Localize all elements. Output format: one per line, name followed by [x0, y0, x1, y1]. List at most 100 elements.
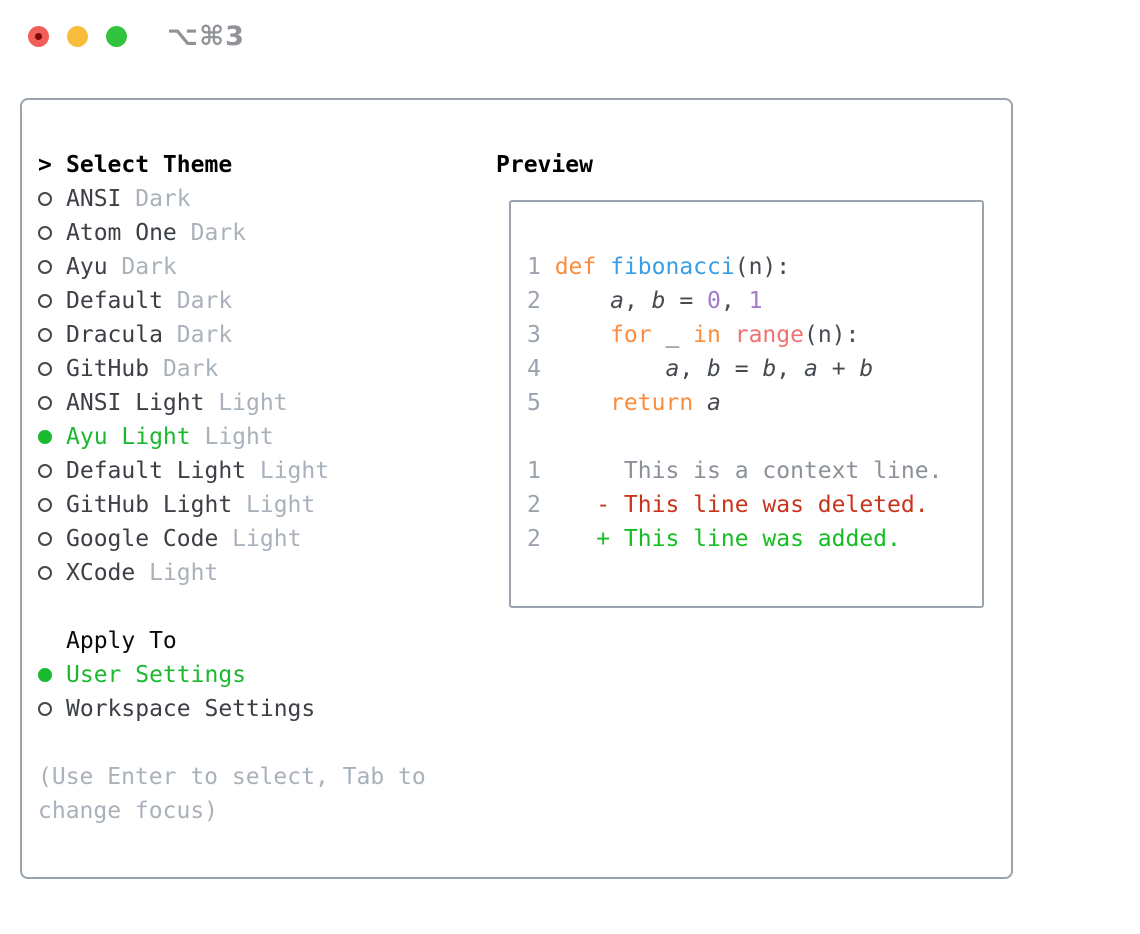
unsaved-changes-dot-icon [35, 33, 42, 40]
code-token: , [679, 356, 708, 382]
line-number: 5 [527, 390, 541, 416]
code-token [693, 390, 707, 416]
line-number: 2 [527, 526, 541, 552]
theme-name: XCode [66, 560, 136, 586]
code-line: 2 a, b = 0, 1 [527, 284, 982, 318]
code-token: fibonacci [610, 254, 735, 280]
radio-selected-icon [38, 430, 52, 444]
code-token: This is a context line. [554, 458, 943, 484]
code-token: a [665, 356, 680, 382]
code-line: 2 + This line was added. [527, 522, 982, 556]
radio-icon [38, 566, 52, 580]
line-number: 2 [527, 492, 541, 518]
theme-variant-tag: Light [204, 390, 288, 416]
spacer [38, 726, 458, 760]
code-token: 1 [748, 288, 763, 314]
code-token: for [610, 322, 652, 348]
radio-icon [38, 702, 52, 716]
code-token [555, 288, 610, 314]
hint-text: (Use Enter to select, Tab to change focu… [38, 764, 426, 824]
theme-variant-tag: Dark [162, 288, 233, 314]
code-line: 1 This is a context line. [527, 454, 982, 488]
code-token: b [707, 356, 721, 382]
theme-variant-tag: Light [218, 526, 302, 552]
code-token: , [623, 288, 652, 314]
traffic-light-zoom-button[interactable] [106, 26, 127, 47]
code-token: - This line was deleted. [554, 492, 929, 518]
code-token: _ [651, 322, 694, 348]
code-token: + This line was added. [554, 526, 901, 552]
code-token: a [610, 288, 624, 314]
code-token: b [859, 356, 874, 382]
code-token: a [804, 356, 818, 382]
spacer [38, 590, 458, 624]
radio-icon [38, 260, 52, 274]
theme-name: Default [66, 288, 163, 314]
code-token: def [554, 254, 597, 280]
theme-option-google-code[interactable]: Google Code Light [38, 522, 458, 556]
code-token: (n): [803, 322, 860, 348]
code-token: = [720, 356, 763, 382]
code-token: , [776, 356, 804, 382]
code-token [596, 254, 610, 280]
code-line: 1 def fibonacci(n): [527, 250, 982, 284]
theme-name: Ayu [66, 254, 108, 280]
traffic-light-minimize-button[interactable] [67, 26, 88, 47]
preview-header: Preview [496, 152, 593, 178]
theme-option-dracula[interactable]: Dracula Dark [38, 318, 458, 352]
radio-icon [38, 328, 52, 342]
code-token [555, 356, 666, 382]
code-line [527, 420, 982, 454]
theme-option-default-light[interactable]: Default Light Light [38, 454, 458, 488]
radio-selected-icon [38, 668, 52, 682]
code-line: 5 return a [527, 386, 982, 420]
theme-name: Google Code [66, 526, 219, 552]
theme-name: Ayu Light [66, 424, 191, 450]
theme-name: GitHub [66, 356, 150, 382]
radio-icon [38, 226, 52, 240]
radio-icon [38, 396, 52, 410]
theme-option-github-light[interactable]: GitHub Light Light [38, 488, 458, 522]
theme-name: ANSI Light [66, 390, 205, 416]
apply-option-workspace-settings[interactable]: Workspace Settings [38, 692, 458, 726]
theme-name: Atom One [66, 220, 177, 246]
code-token [721, 322, 735, 348]
theme-variant-tag: Dark [149, 356, 219, 382]
code-token: 0 [707, 288, 721, 314]
theme-option-ansi-light[interactable]: ANSI Light Light [38, 386, 458, 420]
code-token: , [720, 288, 749, 314]
apply-to-header-row: Apply To [38, 624, 458, 658]
theme-option-atom-one[interactable]: Atom One Dark [38, 216, 458, 250]
code-token: b [651, 288, 666, 314]
line-number: 1 [527, 458, 541, 484]
code-line: 4 a, b = b, a + b [527, 352, 982, 386]
code-token: + [817, 356, 860, 382]
theme-variant-tag: Light [246, 458, 330, 484]
select-theme-header-row: > Select Theme [38, 148, 458, 182]
theme-option-ayu-light[interactable]: Ayu Light Light [38, 420, 458, 454]
theme-option-default[interactable]: Default Dark [38, 284, 458, 318]
code-line: 3 for _ in range(n): [527, 318, 982, 352]
apply-option-label: Workspace Settings [66, 696, 316, 722]
code-token: in [693, 322, 721, 348]
theme-option-xcode[interactable]: XCode Light [38, 556, 458, 590]
code-token: (n): [734, 254, 791, 280]
theme-name: GitHub Light [66, 492, 233, 518]
line-number: 3 [527, 322, 541, 348]
line-number: 4 [527, 356, 541, 382]
apply-option-user-settings[interactable]: User Settings [38, 658, 458, 692]
line-number: 2 [527, 288, 541, 314]
theme-option-github[interactable]: GitHub Dark [38, 352, 458, 386]
theme-option-ayu[interactable]: Ayu Dark [38, 250, 458, 284]
theme-option-ansi[interactable]: ANSI Dark [38, 182, 458, 216]
traffic-light-close-button[interactable] [28, 26, 49, 47]
code-token [555, 322, 610, 348]
select-theme-header: Select Theme [66, 152, 233, 178]
theme-variant-tag: Light [190, 424, 274, 450]
theme-variant-tag: Light [232, 492, 316, 518]
line-number: 1 [527, 254, 541, 280]
